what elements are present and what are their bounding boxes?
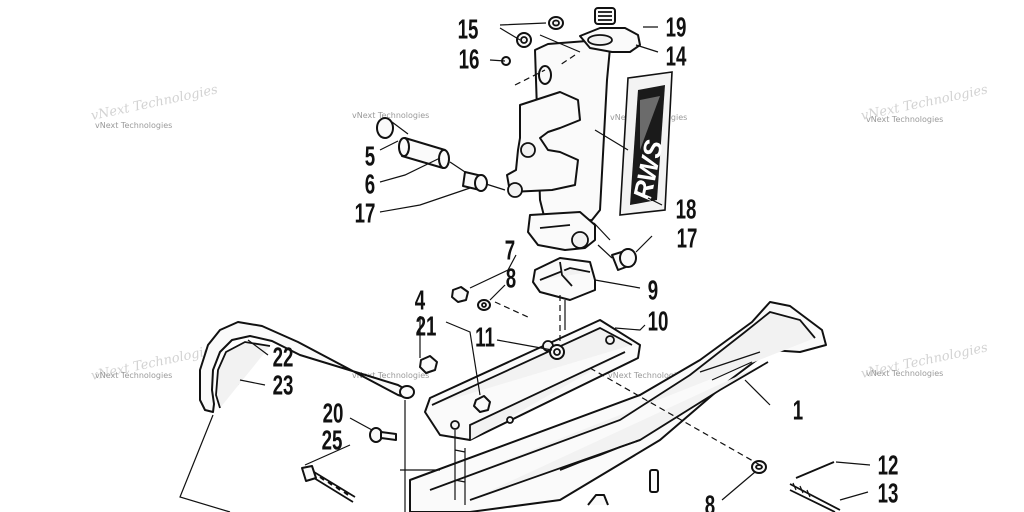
- callout-5: 5: [365, 141, 375, 171]
- watermark-shadow: vNext Technologies: [90, 82, 220, 124]
- ski-part: [409, 301, 827, 512]
- callout-4: 4: [415, 285, 425, 315]
- watermark: vNext Technologies: [866, 369, 943, 378]
- spindle-cap-arm: [579, 27, 641, 53]
- watermark: vNext Technologies: [95, 121, 172, 130]
- nut-15: [516, 32, 532, 48]
- ski-loop-handle: [199, 321, 415, 413]
- bolt-20: [369, 427, 397, 443]
- washer-8-top: [477, 299, 491, 311]
- bolt-25: [301, 465, 356, 503]
- spindle-assembly: [506, 39, 611, 251]
- locknut-4: [419, 355, 438, 374]
- watermark: vNext Technologies: [352, 371, 429, 380]
- watermark: vNext Technologies: [608, 371, 685, 380]
- callout-20: 20: [323, 398, 344, 428]
- callout-22: 22: [273, 342, 294, 372]
- washer-8-bottom: [751, 460, 767, 474]
- callout-16: 16: [459, 44, 480, 74]
- callout-17a: 17: [355, 198, 376, 228]
- rws-decal: RWS: [619, 71, 673, 216]
- bushing-5: [376, 117, 394, 139]
- axle-bolt-13: [789, 482, 841, 512]
- callout-1: 1: [793, 395, 803, 425]
- leader-lines: [179, 22, 871, 512]
- locknut-7: [451, 286, 469, 303]
- callout-17b: 17: [677, 223, 698, 253]
- callout-18: 18: [676, 194, 697, 224]
- callout-13: 13: [878, 478, 899, 508]
- callout-25: 25: [322, 425, 343, 455]
- callout-23: 23: [273, 370, 294, 400]
- grease-plug: [594, 7, 616, 25]
- callout-9: 9: [648, 275, 658, 305]
- callout-11: 11: [475, 322, 495, 352]
- callout-7: 7: [505, 235, 515, 265]
- callout-8a: 8: [506, 263, 516, 293]
- watermark: vNext Technologies: [95, 371, 172, 380]
- bushing-17-right: [611, 248, 637, 271]
- rubber-bumper: [532, 257, 596, 301]
- callout-15: 15: [458, 14, 479, 44]
- callout-8b: 8: [705, 490, 715, 512]
- callout-6: 6: [365, 169, 375, 199]
- bushing-17-left: [462, 171, 488, 192]
- sleeve-6: [398, 137, 450, 169]
- cotter-pin-12: [795, 461, 835, 479]
- callout-14: 14: [666, 41, 687, 71]
- watermark: vNext Technologies: [866, 115, 943, 124]
- watermark: vNext Technologies: [352, 111, 429, 120]
- nut-21: [473, 395, 491, 413]
- callouts: 1 4 5 6 7 8 8 9 10 11 12 13 14 15 16 17 …: [273, 12, 899, 512]
- callout-19: 19: [666, 12, 687, 42]
- callout-10: 10: [648, 306, 669, 336]
- washer-15-top: [548, 16, 564, 30]
- callout-21: 21: [416, 311, 437, 341]
- callout-12: 12: [878, 450, 899, 480]
- washer-11: [549, 344, 565, 360]
